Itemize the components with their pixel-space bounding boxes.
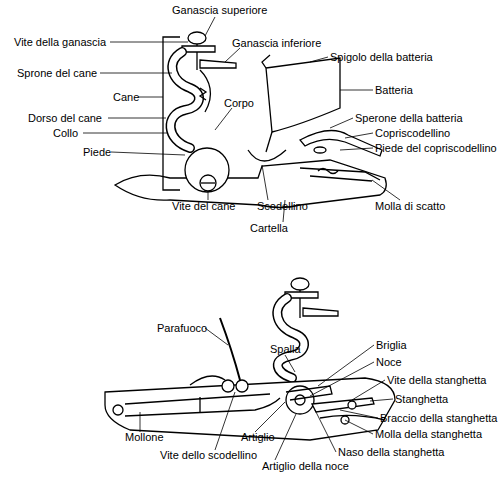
outer-lock-drawing-part: [200, 175, 216, 191]
leader-lines-part: [110, 42, 188, 43]
part-label: Artiglio della noce: [262, 460, 349, 472]
part-label: Molla della stanghetta: [375, 428, 482, 440]
part-label: Cartella: [250, 222, 288, 234]
outer-lock-drawing-part: [201, 182, 215, 183]
part-label: Vite dello scodellino: [160, 449, 257, 461]
inner-lock-drawing-part: [199, 397, 200, 413]
leader-lines-part: [262, 165, 268, 200]
outer-lock-drawing-part: [300, 168, 380, 181]
part-label: Spalla: [270, 343, 301, 355]
part-label: Briglia: [376, 339, 407, 351]
leader-lines-part: [370, 399, 393, 401]
inner-lock-drawing-part: [236, 380, 248, 392]
part-label: Cane: [113, 91, 139, 103]
inner-lock-drawing-part: [348, 401, 356, 409]
outer-lock-drawing-part: [314, 147, 326, 153]
part-label: Mollone: [125, 431, 164, 443]
outer-lock-drawing-part: [200, 60, 236, 68]
leader-lines-part: [340, 90, 373, 91]
leader-lines-part: [315, 410, 336, 452]
outer-lock-drawing-part: [188, 32, 206, 44]
part-label: Collo: [53, 127, 78, 139]
part-label: Molla di scatto: [375, 200, 445, 212]
outer-lock-drawing-part: [300, 131, 382, 156]
inner-lock-drawing: [105, 278, 395, 440]
leader-lines-part: [285, 355, 295, 372]
outer-lock-drawing-part: [200, 88, 206, 100]
inner-lock-drawing-part: [220, 318, 240, 380]
leader-lines-part: [140, 412, 141, 432]
leader-lines-part: [215, 108, 232, 130]
part-label: Sperone della batteria: [355, 112, 463, 124]
inner-lock-drawing-part: [303, 308, 338, 316]
leader-lines-part: [352, 380, 385, 400]
part-label: Scodellino: [257, 200, 308, 212]
part-label: Piede del copriscodellino: [375, 142, 497, 154]
leader-lines-part: [111, 152, 185, 155]
inner-lock-drawing-part: [277, 298, 304, 378]
part-label: Braccio della stanghetta: [380, 412, 497, 424]
outer-lock-drawing-part: [185, 148, 229, 192]
leader-lines-part: [83, 133, 168, 134]
inner-lock-drawing-part: [277, 298, 304, 378]
part-label: Artiglio: [241, 431, 275, 443]
part-label: Copriscodellino: [375, 127, 450, 139]
leader-lines-part: [255, 402, 285, 432]
inner-lock-drawing-part: [190, 376, 225, 385]
leader-lines-part: [318, 345, 374, 386]
part-label: Corpo: [224, 97, 254, 109]
outer-lock-drawing-part: [266, 132, 272, 152]
leader-lines-part: [138, 97, 163, 98]
inner-lock-drawing-part: [312, 398, 374, 412]
part-label: Dorso del cane: [28, 112, 102, 124]
part-label: Piede: [83, 146, 111, 158]
inner-lock-drawing-part: [291, 278, 309, 290]
outer-lock-drawing-part: [182, 46, 215, 52]
part-label: Ganascia superiore: [172, 4, 267, 16]
leader-lines-part: [205, 17, 215, 36]
inner-lock-drawing-part: [295, 395, 305, 405]
leader-lines-part: [208, 191, 209, 200]
leader-lines-part: [330, 118, 353, 128]
part-label: Ganascia inferiore: [232, 37, 321, 49]
inner-lock-drawing-part: [113, 405, 123, 415]
inner-lock-drawing-part: [125, 394, 280, 416]
leader-lines-part: [108, 118, 166, 119]
outer-lock-drawing-part: [115, 160, 386, 208]
part-label: Parafuoco: [157, 322, 207, 334]
leader-lines-part: [310, 362, 374, 396]
outer-lock-drawing-part: [318, 169, 338, 174]
outer-lock-drawing-part: [200, 70, 210, 112]
leader-lines-part: [372, 180, 400, 200]
part-label: Vite della stanghetta: [387, 374, 486, 386]
leader-lines-part: [340, 410, 378, 418]
outer-lock-drawing-part: [171, 52, 199, 148]
part-label: Noce: [376, 356, 402, 368]
outer-lock-drawing-part: [262, 55, 270, 68]
leader-lines-part: [345, 133, 373, 138]
part-label: Naso della stanghetta: [338, 446, 444, 458]
outer-lock-drawing-part: [266, 58, 340, 132]
inner-lock-drawing-part: [222, 380, 234, 392]
part-label: Stanghetta: [395, 393, 448, 405]
leader-lines-part: [225, 48, 240, 62]
part-label: Spigolo della batteria: [330, 51, 433, 63]
leader-lines-part: [215, 392, 235, 450]
leader-lines-part: [340, 148, 373, 150]
outer-lock-drawing-part: [248, 150, 286, 161]
outer-lock-drawing-part: [171, 52, 199, 148]
part-label: Sprone del cane: [17, 67, 97, 79]
leader-lines-part: [310, 57, 328, 62]
leader-lines-part: [205, 328, 228, 345]
part-label: Vite del cane: [172, 200, 235, 212]
leader-lines-part: [345, 420, 373, 434]
leader-lines-part: [275, 414, 296, 460]
part-label: Vite della ganascia: [14, 36, 106, 48]
leader-lines: [83, 17, 400, 460]
inner-lock-drawing-part: [105, 378, 395, 440]
leader-lines-part: [100, 73, 172, 74]
part-label: Batteria: [375, 84, 413, 96]
